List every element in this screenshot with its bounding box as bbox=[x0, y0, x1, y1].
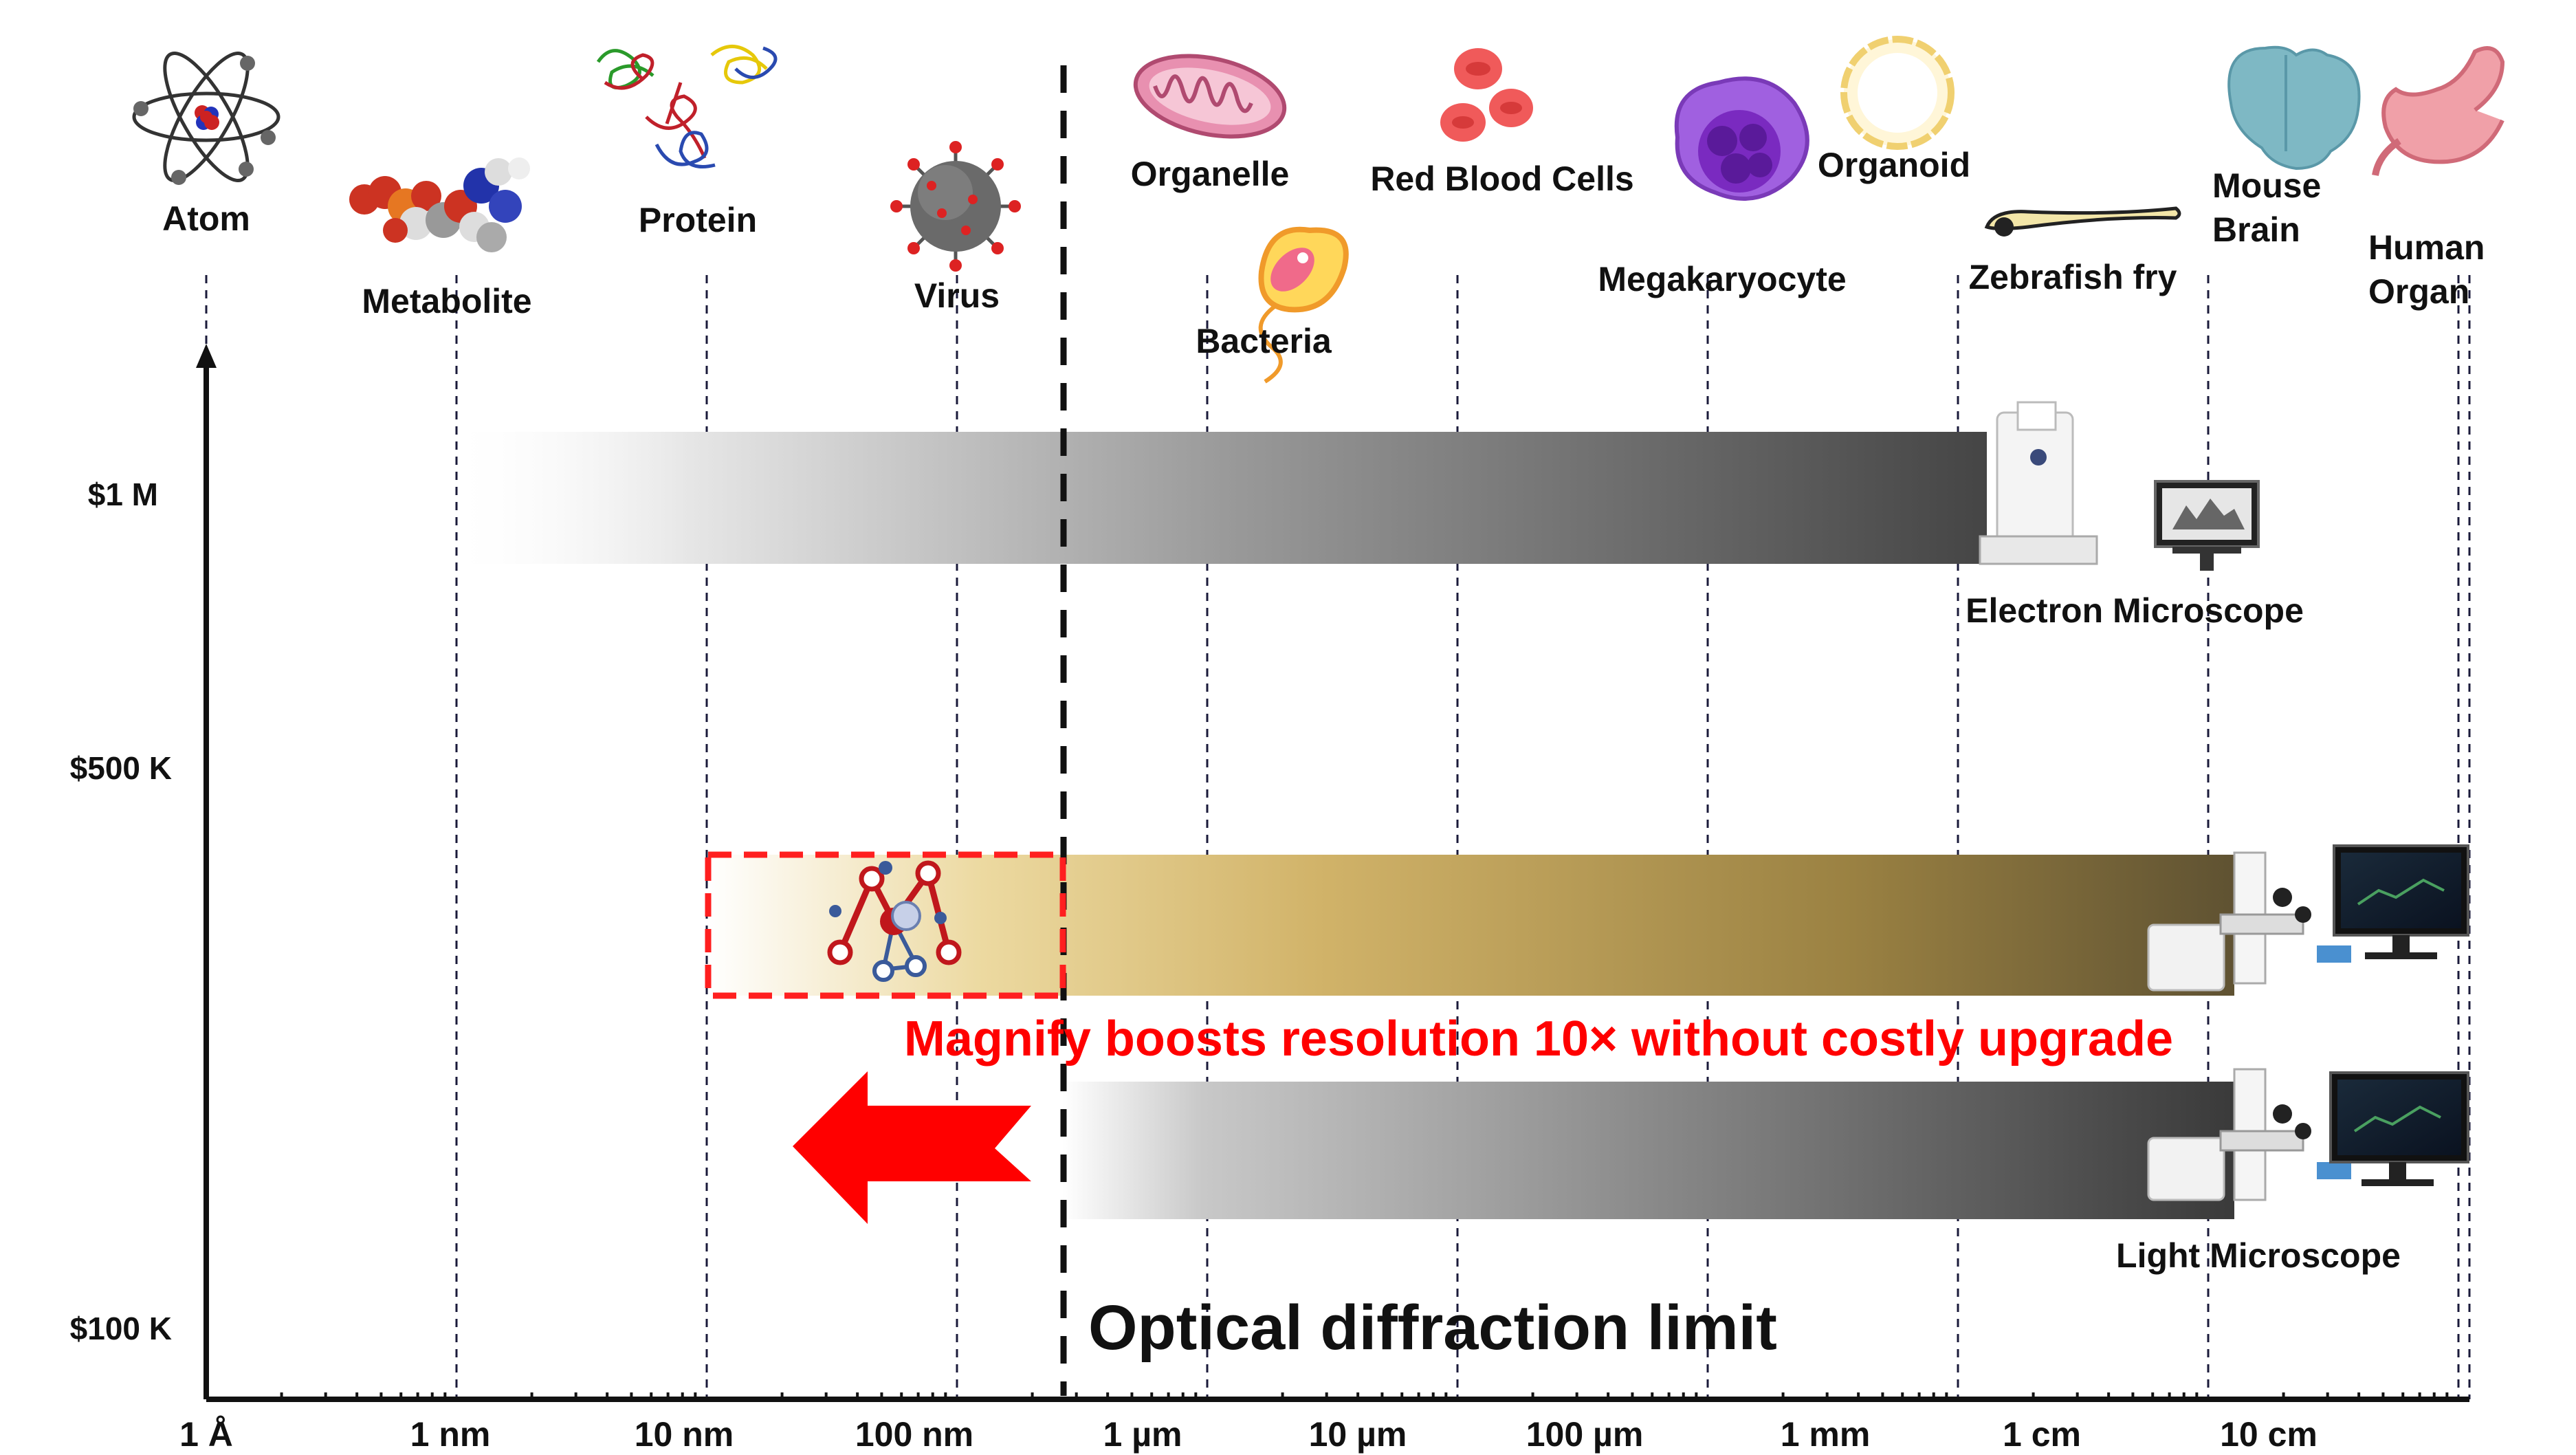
electron-microscope-icon bbox=[1979, 401, 2260, 571]
object-label-metabolite: Metabolite bbox=[362, 282, 531, 320]
light-microscope-label: Light Microscope bbox=[2116, 1236, 2401, 1275]
electron-microscope-label: Electron Microscope bbox=[1966, 591, 2304, 630]
x-tick-label: 1 cm bbox=[2003, 1415, 2081, 1454]
object-label-zebrafish: Zebrafish fry bbox=[1969, 258, 2177, 296]
object-label-organoid: Organoid bbox=[1818, 146, 1970, 184]
x-tick-label: 10 µm bbox=[1309, 1415, 1407, 1454]
x-tick-label: 10 nm bbox=[635, 1415, 734, 1454]
object-label-organelle: Organelle bbox=[1131, 155, 1290, 193]
object-label-bacteria: Bacteria bbox=[1196, 322, 1332, 360]
virus-icon bbox=[890, 141, 1021, 272]
y-tick-label: $1 M bbox=[88, 477, 158, 512]
red-blood-cell-icon bbox=[1440, 48, 1533, 142]
atom-icon bbox=[132, 51, 280, 185]
electron-microscope-bar bbox=[461, 432, 1987, 564]
object-label-red-blood-cells: Red Blood Cells bbox=[1370, 160, 1633, 198]
x-tick-label: 1 µm bbox=[1103, 1415, 1182, 1454]
red-left-arrow-icon bbox=[793, 1071, 1031, 1224]
y-axis-arrowhead bbox=[196, 344, 217, 368]
x-tick-label: 1 Å bbox=[179, 1415, 233, 1454]
object-label-atom: Atom bbox=[162, 199, 250, 238]
x-tick-label: 100 nm bbox=[855, 1415, 973, 1454]
stomach-icon bbox=[2372, 46, 2505, 177]
object-label-protein: Protein bbox=[639, 201, 757, 239]
metabolite-molecule-icon bbox=[349, 157, 530, 252]
mouse-brain-icon bbox=[2227, 45, 2361, 171]
mitochondrion-icon bbox=[1133, 54, 1287, 139]
x-tick-label: 100 µm bbox=[1526, 1415, 1644, 1454]
magnify-callout-text: Magnify boosts resolution 10× without co… bbox=[904, 1011, 2173, 1066]
object-label-virus: Virus bbox=[914, 276, 1000, 315]
magnify-logo-icon bbox=[827, 860, 962, 982]
zebrafish-icon bbox=[1984, 206, 2181, 237]
magnify-light-microscope-icon bbox=[2147, 844, 2469, 992]
x-axis-minor-ticks bbox=[280, 1392, 2449, 1399]
organoid-icon bbox=[1840, 36, 1955, 150]
megakaryocyte-icon bbox=[1674, 76, 1809, 201]
y-tick-label: $100 K bbox=[70, 1311, 172, 1346]
protein-structure-icon bbox=[596, 45, 778, 168]
x-tick-label: 10 cm bbox=[2220, 1415, 2318, 1454]
magnify-bar bbox=[708, 855, 2234, 996]
y-tick-label: $500 K bbox=[70, 750, 172, 786]
bacterium-icon bbox=[1258, 226, 1349, 384]
x-tick-label: 1 nm bbox=[410, 1415, 491, 1454]
light-microscope-icon bbox=[2147, 1068, 2469, 1201]
x-tick-label: 1 mm bbox=[1781, 1415, 1871, 1454]
object-label-megakaryocyte: Megakaryocyte bbox=[1598, 260, 1846, 298]
light-microscope-bar bbox=[1062, 1082, 2234, 1219]
optical-diffraction-limit-label: Optical diffraction limit bbox=[1088, 1293, 1777, 1363]
